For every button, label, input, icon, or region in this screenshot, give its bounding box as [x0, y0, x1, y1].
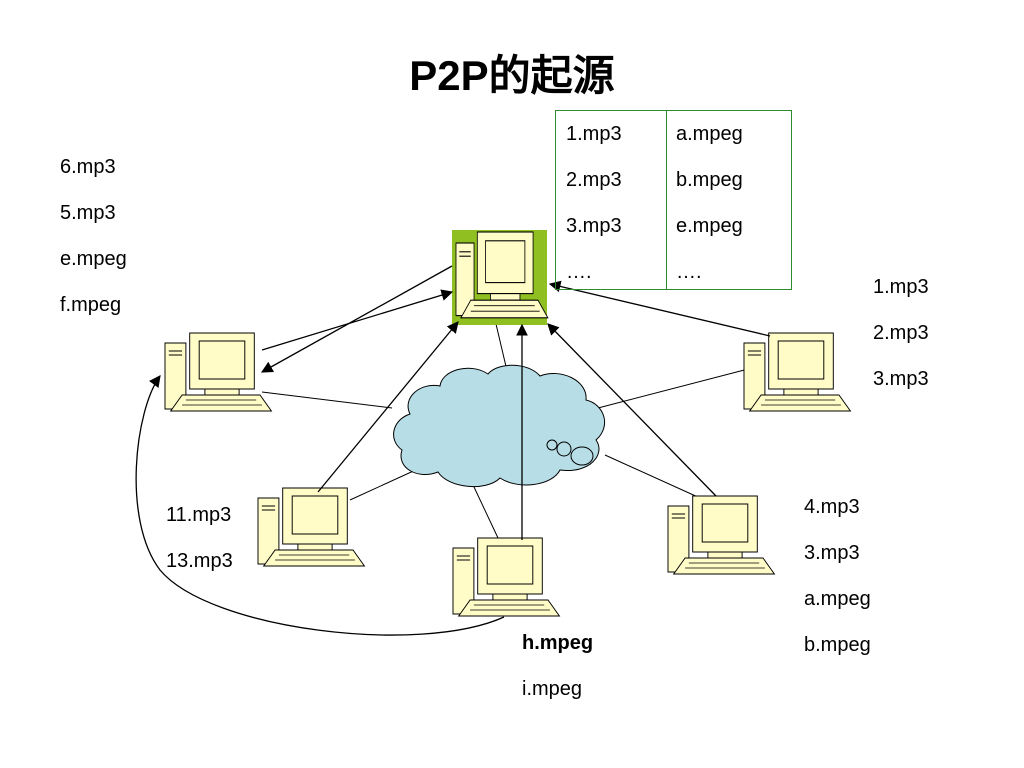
file-label: 11.mp3	[166, 504, 232, 526]
file-label: 13.mp3	[166, 550, 233, 572]
file-label: 1.mp3	[873, 276, 929, 298]
peer-bottom-left-file-list: 11.mp3 13.mp3	[166, 492, 233, 584]
request-arrows	[135, 265, 771, 636]
file-label: b.mpeg	[804, 634, 871, 656]
file-label: 3.mp3	[804, 542, 860, 564]
table-cell: b.mpeg	[676, 169, 743, 191]
file-label: f.mpeg	[60, 294, 122, 316]
table-cell: e.mpeg	[676, 215, 743, 237]
file-label: 5.mp3	[60, 202, 116, 224]
file-label: a.mpeg	[804, 588, 871, 610]
table-cell: ….	[566, 261, 592, 283]
server-index-table: 1.mp3 2.mp3 3.mp3 …. a.mpeg b.mpeg e.mpe…	[555, 110, 792, 290]
internet-cloud	[393, 364, 606, 488]
peer-bottom-file-list: h.mpeg i.mpeg	[522, 620, 593, 712]
peer-computer-bottom-right[interactable]	[667, 495, 775, 575]
peer-computer-left[interactable]	[164, 332, 272, 412]
peer-computer-bottom[interactable]	[452, 537, 560, 617]
file-label: e.mpeg	[60, 248, 127, 270]
table-divider	[666, 111, 667, 289]
table-cell: a.mpeg	[676, 123, 743, 145]
table-cell: 3.mp3	[566, 215, 622, 237]
peer-right-file-list: 1.mp3 2.mp3 3.mp3	[873, 264, 929, 402]
table-cell: 2.mp3	[566, 169, 622, 191]
file-label: i.mpeg	[522, 678, 583, 700]
file-label: 6.mp3	[60, 156, 116, 178]
file-label: 4.mp3	[804, 496, 860, 518]
page-title: P2P的起源	[409, 52, 615, 99]
table-cell: ….	[676, 261, 702, 283]
peer-left-file-list: 6.mp3 5.mp3 e.mpeg f.mpeg	[60, 144, 127, 328]
table-cell: 1.mp3	[566, 123, 622, 145]
file-label: 3.mp3	[873, 368, 929, 390]
peer-computer-bottom-left[interactable]	[257, 487, 365, 567]
peer-computer-right[interactable]	[743, 332, 851, 412]
file-label-highlight: h.mpeg	[522, 632, 594, 654]
file-label: 2.mp3	[873, 322, 929, 344]
peer-bottom-right-file-list: 4.mp3 3.mp3 a.mpeg b.mpeg	[804, 484, 871, 668]
